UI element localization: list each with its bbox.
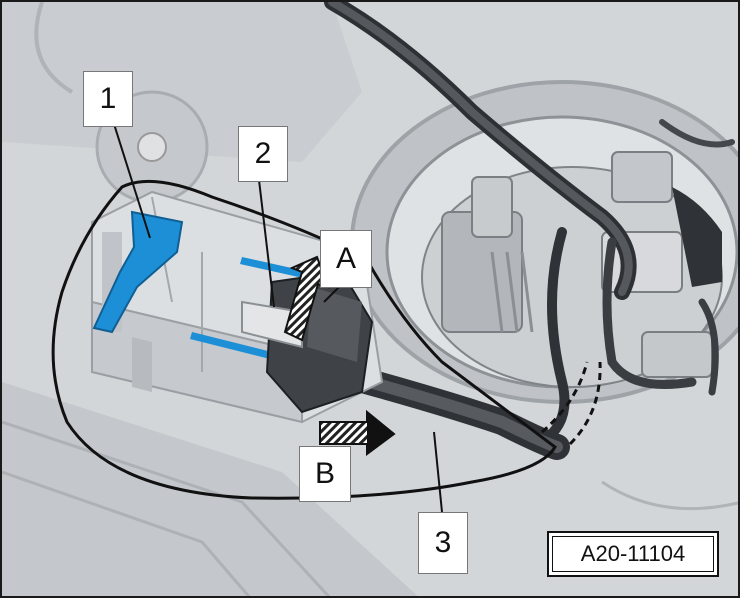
- callout-3: 3: [418, 512, 468, 574]
- tank-opening: [350, 80, 738, 404]
- wiring-harness: [324, 2, 735, 447]
- arrow-b: [319, 409, 396, 456]
- outline-boundary: [51, 179, 557, 500]
- fuel-line: [349, 361, 602, 460]
- callout-2: 2: [238, 126, 288, 182]
- callout-a: A: [320, 230, 372, 288]
- reference-code: A20-11104: [547, 531, 719, 577]
- leader-lines: [113, 123, 443, 513]
- callout-1: 1: [83, 71, 133, 127]
- callout-b: B: [299, 446, 351, 502]
